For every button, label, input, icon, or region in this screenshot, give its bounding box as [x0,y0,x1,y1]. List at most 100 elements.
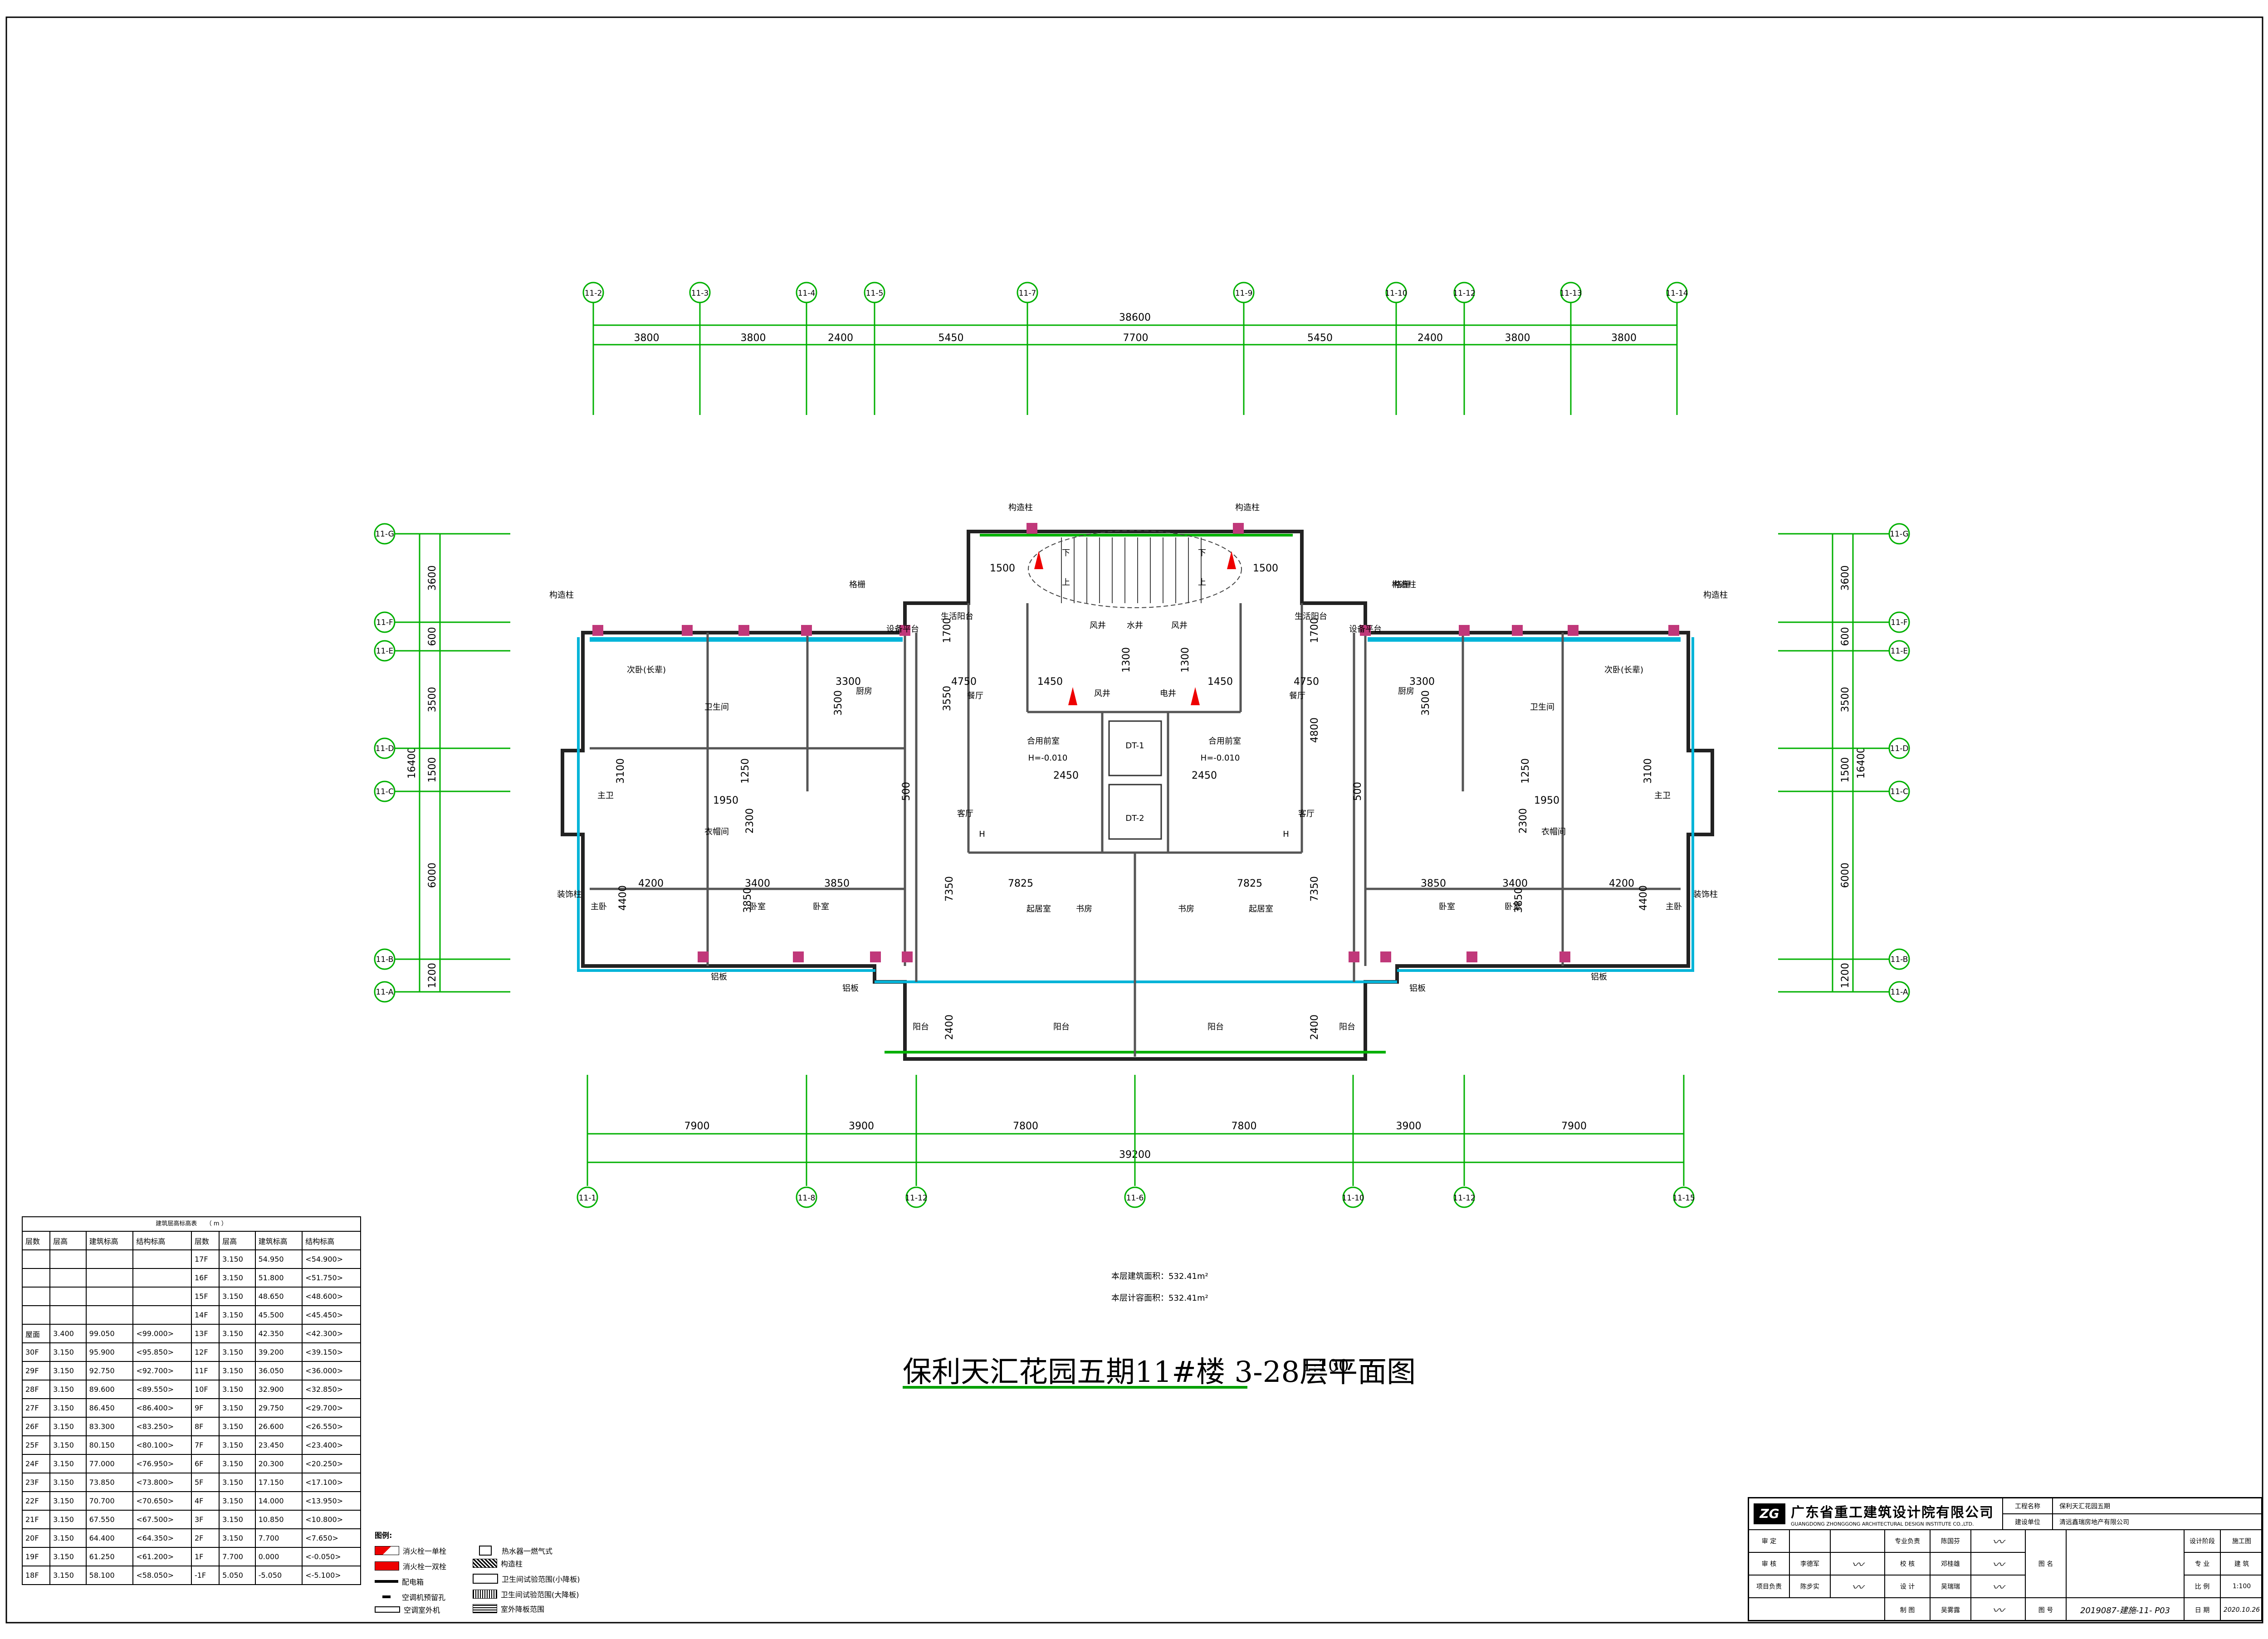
dimension-text: 1200 [1840,963,1851,988]
axis-bubble [1888,640,1910,662]
room-label: 主卫 [597,791,614,800]
structural-column [902,951,913,962]
panel-box-icon [375,1580,398,1583]
legend-label: 空调机预留孔 [402,1593,446,1602]
room-label: 构造柱 [1008,503,1033,512]
dimension-text: 38600 [1119,312,1151,323]
table-cell: 3.150 [49,1566,87,1585]
table-cell: 3.150 [49,1528,87,1548]
room-label: 次卧(长辈) [627,665,666,675]
axis-bubble [374,523,396,545]
table-cell: <61.200> [132,1547,192,1566]
dimension-text: 3400 [1502,878,1528,889]
table-cell: 20.300 [254,1454,303,1473]
table-cell: 3.150 [219,1510,256,1529]
dimension-text: 3850 [1421,878,1446,889]
dimension-text: 3600 [427,566,438,591]
table-header-row: 层数 层高 建筑标高 结构标高 层数 层高 建筑标高 结构标高 [21,1231,361,1250]
structural-column [1380,951,1391,962]
table-cell: -5.050 [254,1566,303,1585]
axis-bubble [374,780,396,802]
table-cell [132,1305,192,1325]
axis-label: 11-G [1890,530,1909,539]
table-cell: 3.150 [219,1398,256,1418]
table-cell: 9F [191,1398,220,1418]
dimension-text: 3800 [1611,332,1637,344]
room-label: 书房 [1076,904,1092,914]
table-cell: 18F [21,1566,51,1585]
table-cell: 3.150 [219,1361,256,1380]
outdoor-drop-slab-icon [473,1604,497,1613]
legend-item: 配电箱 [375,1576,424,1587]
dimension-text: 7800 [1013,1121,1038,1132]
room-label: 设备平台 [1349,624,1382,634]
table-cell: 32.900 [254,1380,303,1399]
table-cell: 1F [191,1547,220,1566]
dimension-text: 1450 [1037,676,1063,688]
role-label: 校 核 [1885,1553,1931,1576]
table-cell: <36.000> [302,1361,361,1380]
signature-icon: 〰 [1992,1604,2004,1618]
table-cell: 3.150 [49,1473,87,1492]
dimension-text: 1950 [713,795,738,806]
table-cell: 3.150 [219,1324,256,1343]
signature-cell: 〰 [1971,1553,2026,1576]
room-label: 阳台 [1339,1022,1355,1032]
table-cell: 51.800 [254,1268,303,1288]
table-cell: 3.150 [49,1417,87,1436]
axis-bubble [1888,737,1910,759]
discipline-value: 建 筑 [2221,1553,2263,1576]
table-cell: 27F [21,1398,51,1418]
room-label: 风井 [1094,689,1110,698]
table-cell: 3.150 [219,1417,256,1436]
dimension-text: 3850 [1513,888,1525,913]
room-label: 餐厅 [967,691,983,701]
table-cell: 3.150 [49,1454,87,1473]
company-name-en: GUANGDONG ZHONGGONG ARCHITECTURAL DESIGN… [1791,1521,1974,1527]
axis-bubble [1124,1186,1146,1208]
room-label: 阳台 [913,1022,929,1032]
legend-label: 室外降板范围 [501,1605,545,1614]
table-cell: 64.400 [85,1528,134,1548]
table-cell: 5.050 [219,1566,256,1585]
room-label: 装饰柱 [557,890,582,899]
structural-column [1349,951,1359,962]
table-cell: 13F [191,1324,220,1343]
drawing-scale: 1:100 [1302,1357,1349,1376]
hydrant-double-icon [375,1561,399,1571]
axis-label: 11-9 [1235,289,1253,298]
fire-hydrant-icon [1191,687,1200,705]
structural-column [801,625,812,636]
axis-bubble [1453,1186,1475,1208]
table-cell: 16F [191,1268,220,1288]
table-cell [85,1305,134,1325]
table-cell: 3F [191,1510,220,1529]
table-cell: 86.450 [85,1398,134,1418]
table-cell: <48.600> [302,1287,361,1306]
table-header-cell: 结构标高 [132,1231,192,1250]
structural-column [1668,625,1679,636]
dimension-text: 1300 [1180,647,1191,673]
axis-bubble [796,1186,817,1208]
table-cell: <7.650> [302,1528,361,1548]
table-cell [21,1249,51,1269]
hydrant-single-icon [375,1546,399,1555]
table-cell: <99.000> [132,1324,192,1343]
legend-label: 构造柱 [501,1560,523,1568]
axis-label: 11-E [1891,647,1908,656]
dimension-text: 4400 [1638,885,1649,911]
table-cell: 3.150 [49,1380,87,1399]
elevator-dt1 [1108,720,1162,776]
table-cell: 26F [21,1417,51,1436]
dimension-text: 3600 [1840,566,1851,591]
title-underline [903,1386,1247,1389]
table-cell: 61.250 [85,1547,134,1566]
room-label: 合用前室 [1208,737,1241,746]
